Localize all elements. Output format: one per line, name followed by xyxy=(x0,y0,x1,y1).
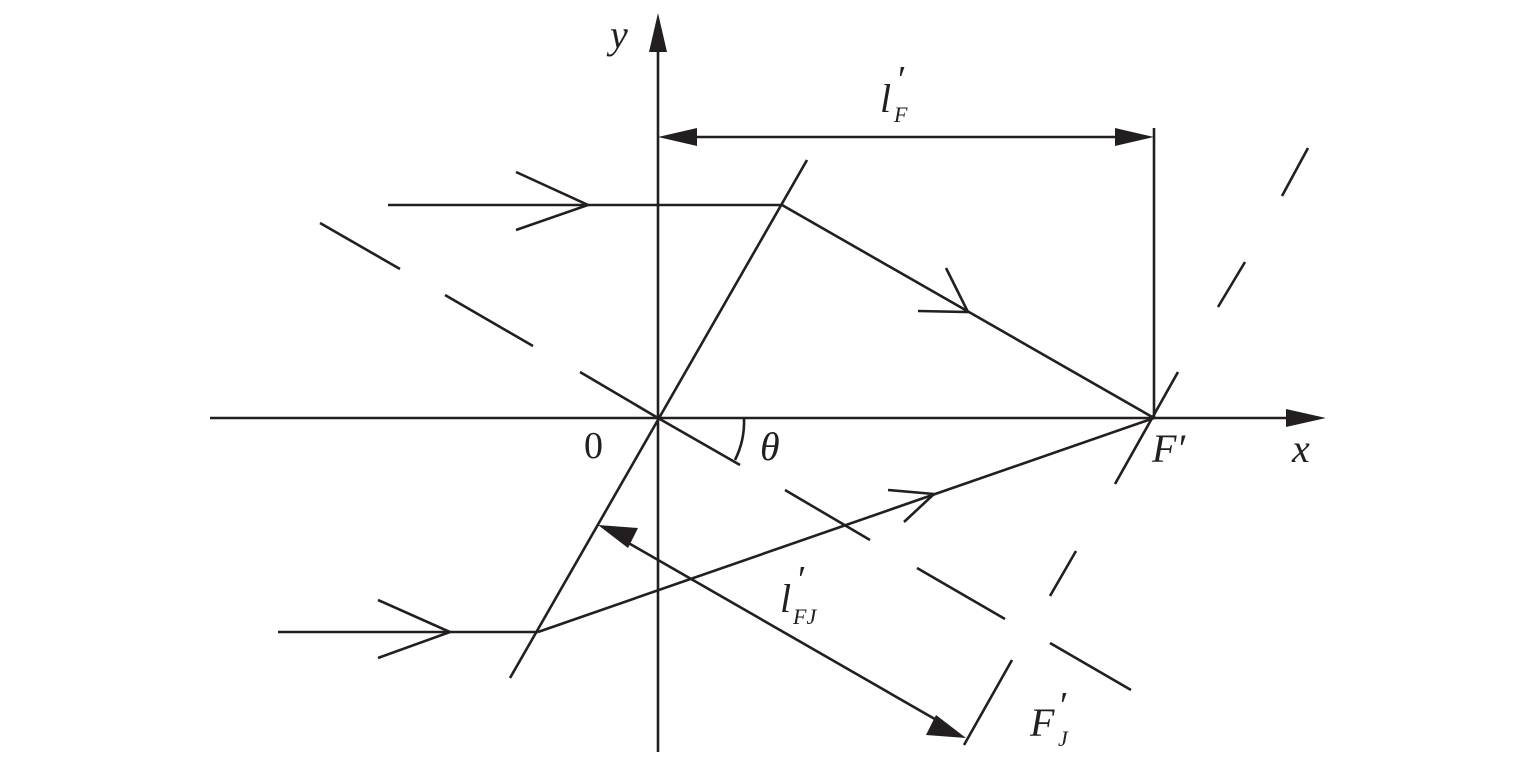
tilted-axis-dashed xyxy=(319,221,1132,692)
theta-label: θ xyxy=(760,424,780,469)
theta-angle-arc xyxy=(733,417,746,461)
FJ-prime-label: F ′ J xyxy=(1029,685,1069,751)
lF-sub: F xyxy=(893,102,908,127)
lFJ-dimension-line xyxy=(624,539,941,724)
lF-main: l xyxy=(880,76,891,121)
x-axis-label: x xyxy=(1291,426,1310,471)
lFJ-upper-arrowhead xyxy=(598,525,638,548)
FJ-prime: ′ xyxy=(1060,685,1068,727)
lF-left-arrowhead xyxy=(658,128,697,146)
y-axis-arrowhead xyxy=(649,13,667,52)
y-axis-label: y xyxy=(606,12,628,57)
upper-refracted-arrow xyxy=(917,267,971,314)
lFJ-sub: FJ xyxy=(792,604,817,629)
lF-right-arrowhead xyxy=(1115,128,1154,146)
FJ-main: F xyxy=(1029,700,1055,745)
tilted-focal-plane-dashed xyxy=(962,147,1310,746)
lFJ-lower-arrowhead xyxy=(926,715,966,738)
lFJ-main: l xyxy=(780,576,791,621)
lower-refracted-ray xyxy=(537,416,1155,634)
x-axis-arrowhead xyxy=(1286,409,1326,427)
lower-refracted-arrow xyxy=(887,488,938,523)
lF-label: l ′ F xyxy=(880,59,908,127)
lFJ-label: l ′ FJ xyxy=(780,559,817,629)
lFJ-prime: ′ xyxy=(798,559,806,601)
origin-label: 0 xyxy=(584,425,603,467)
FJ-sub: J xyxy=(1058,726,1069,751)
F-prime-label: F′ xyxy=(1151,426,1186,471)
lF-prime: ′ xyxy=(898,59,906,101)
upper-ray-arrow xyxy=(515,170,592,232)
lower-ray-arrow xyxy=(377,598,454,660)
focal-plane-F-line xyxy=(1113,371,1180,485)
